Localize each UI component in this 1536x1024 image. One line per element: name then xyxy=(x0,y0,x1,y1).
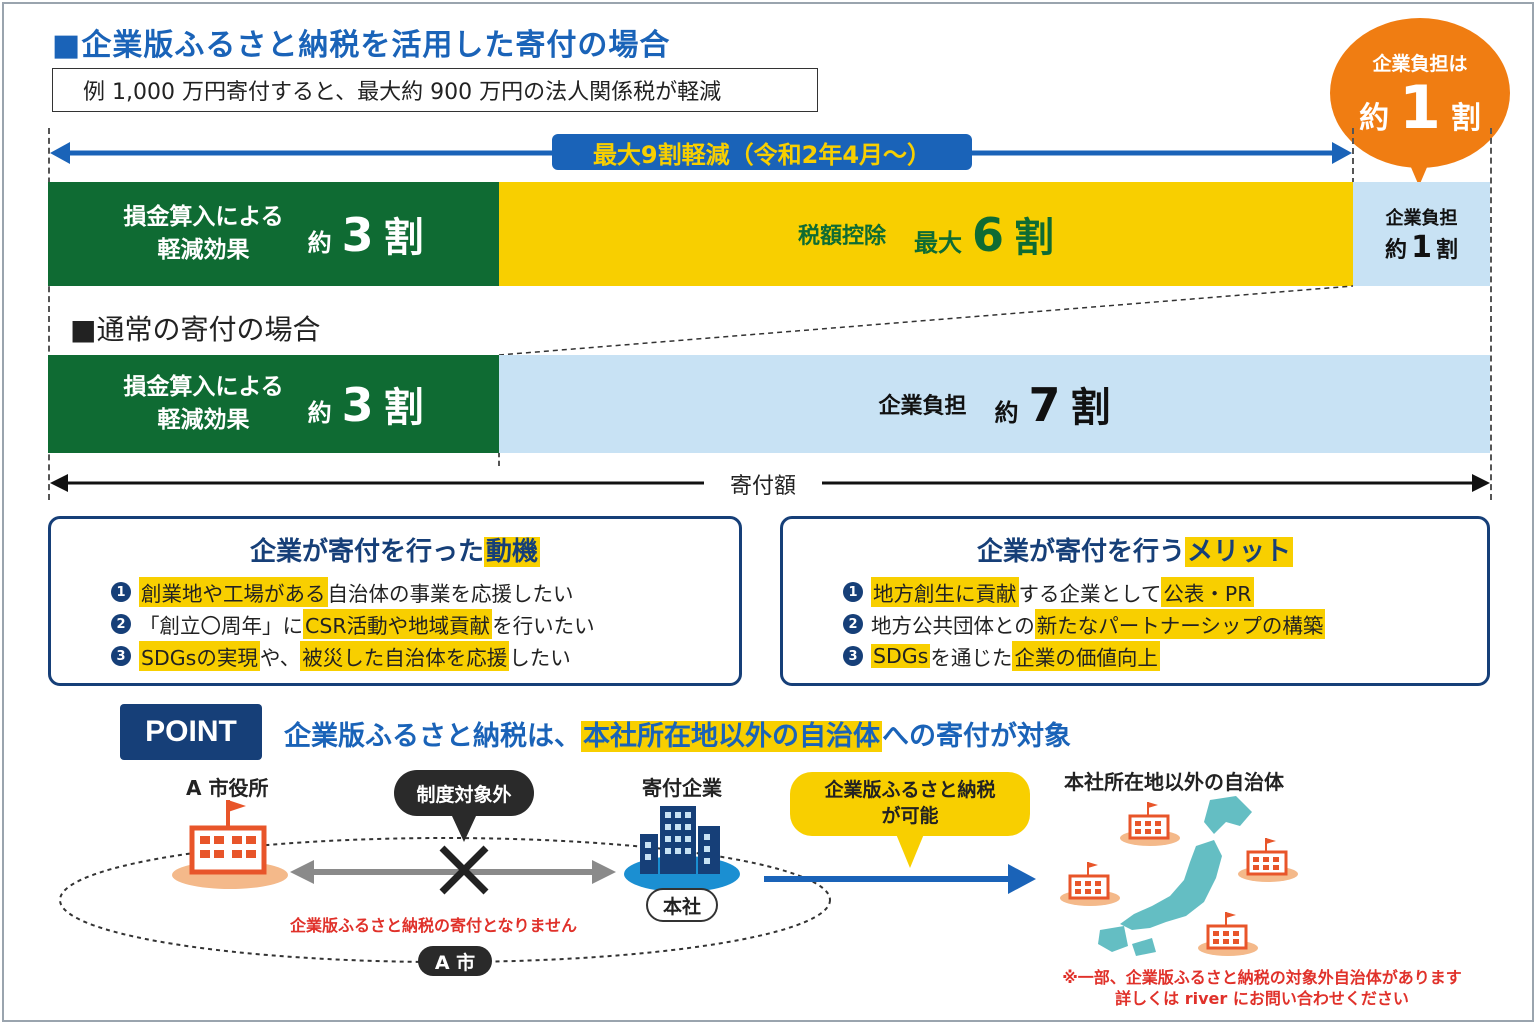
bar1-yellow-ratio: 最大 6 割 xyxy=(914,208,1055,262)
balloon-ratio: 約 1 割 xyxy=(1359,78,1481,138)
honsha-pill: 本社 xyxy=(646,888,718,922)
balloon-tail xyxy=(1407,158,1431,186)
bar2-blue-ratio: 約 7 割 xyxy=(994,378,1111,432)
bar2-green-ratio: 約 3 割 xyxy=(307,378,424,432)
merit-item: 2 地方公共団体との新たなパートナーシップの構築 xyxy=(843,608,1467,640)
balloon-suffix: 割 xyxy=(1450,100,1481,136)
split-guide xyxy=(1352,128,1354,184)
section2-title: ■通常の寄付の場合 xyxy=(70,313,321,346)
balloon-line1: 企業負担は xyxy=(1372,52,1468,75)
bar1-company-burden: 企業負担 約 1 割 xyxy=(1353,182,1490,286)
number-3-icon: 3 xyxy=(111,646,131,666)
motive-item: 1 創業地や工場がある自治体の事業を応援したい xyxy=(111,576,719,608)
merit-box: 企業が寄付を行うメリット 1 地方創生に貢献する企業として公表・PR 2 地方公… xyxy=(780,516,1490,686)
bar1-blue-label: 企業負担 xyxy=(1385,207,1458,229)
motive-title: 企業が寄付を行った動機 xyxy=(249,537,541,567)
merit-title: 企業が寄付を行うメリット xyxy=(976,537,1294,567)
number-1-icon: 1 xyxy=(111,582,131,602)
not-eligible-note: 企業版ふるさと納税の寄付となりません xyxy=(290,916,578,935)
point-badge: POINT xyxy=(120,704,262,760)
bar2-company-burden: 企業負担 約 7 割 xyxy=(499,355,1490,453)
main-title: ■企業版ふるさと納税を活用した寄付の場合 xyxy=(52,28,671,63)
bar2-deduction: 損金算入による 軽減効果 約 3 割 xyxy=(48,355,499,453)
donation-label: 寄付額 xyxy=(704,468,822,500)
bar1-blue-ratio: 約 1 割 xyxy=(1385,229,1458,265)
number-2-icon: 2 xyxy=(111,614,131,634)
bar1-green-label: 損金算入による 軽減効果 xyxy=(123,203,284,263)
other-municipalities-label: 本社所在地以外の自治体 xyxy=(1064,770,1284,794)
point-text: 企業版ふるさと納税は、本社所在地以外の自治体への寄付が対象 xyxy=(284,721,1071,752)
number-3-icon: 3 xyxy=(843,646,863,666)
donor-company-label: 寄付企業 xyxy=(642,776,722,800)
bar1-deduction: 損金算入による 軽減効果 約 3 割 xyxy=(48,182,499,286)
example-box: 例 1,000 万円寄付すると、最大約 900 万円の法人関係税が軽減 xyxy=(52,68,818,112)
footnote: ※一部、企業版ふるさと納税の対象外自治体があります 詳しくは river にお問… xyxy=(1062,968,1462,1008)
right-guide xyxy=(1490,128,1492,500)
bar1-green-ratio: 約 3 割 xyxy=(307,208,424,262)
reduction-label: 最大9割軽減（令和2年4月〜） xyxy=(552,134,972,170)
mid-guide xyxy=(498,452,500,466)
motive-item: 3 SDGsの実現や、被災した自治体を応援したい xyxy=(111,640,719,672)
balloon-prefix: 約 xyxy=(1359,100,1390,136)
left-guide xyxy=(48,128,50,500)
bar2-blue-label: 企業負担 xyxy=(878,394,967,419)
bar1-tax-credit: 税額控除 最大 6 割 xyxy=(499,182,1353,286)
number-2-icon: 2 xyxy=(843,614,863,634)
burden-balloon: 企業負担は 約 1 割 xyxy=(1330,18,1510,168)
out-of-scope-bubble: 制度対象外 xyxy=(394,770,534,816)
motive-box: 企業が寄付を行った動機 1 創業地や工場がある自治体の事業を応援したい 2 「創… xyxy=(48,516,742,686)
possible-bubble: 企業版ふるさと納税 が可能 xyxy=(790,772,1030,836)
balloon-number: 1 xyxy=(1399,72,1441,143)
merit-item: 1 地方創生に貢献する企業として公表・PR xyxy=(843,576,1467,608)
bar2-green-label: 損金算入による 軽減効果 xyxy=(123,373,284,433)
bar1-yellow-label: 税額控除 xyxy=(797,224,886,249)
city-office-label: A 市役所 xyxy=(186,776,269,800)
number-1-icon: 1 xyxy=(843,582,863,602)
city-pill: A 市 xyxy=(418,946,492,976)
